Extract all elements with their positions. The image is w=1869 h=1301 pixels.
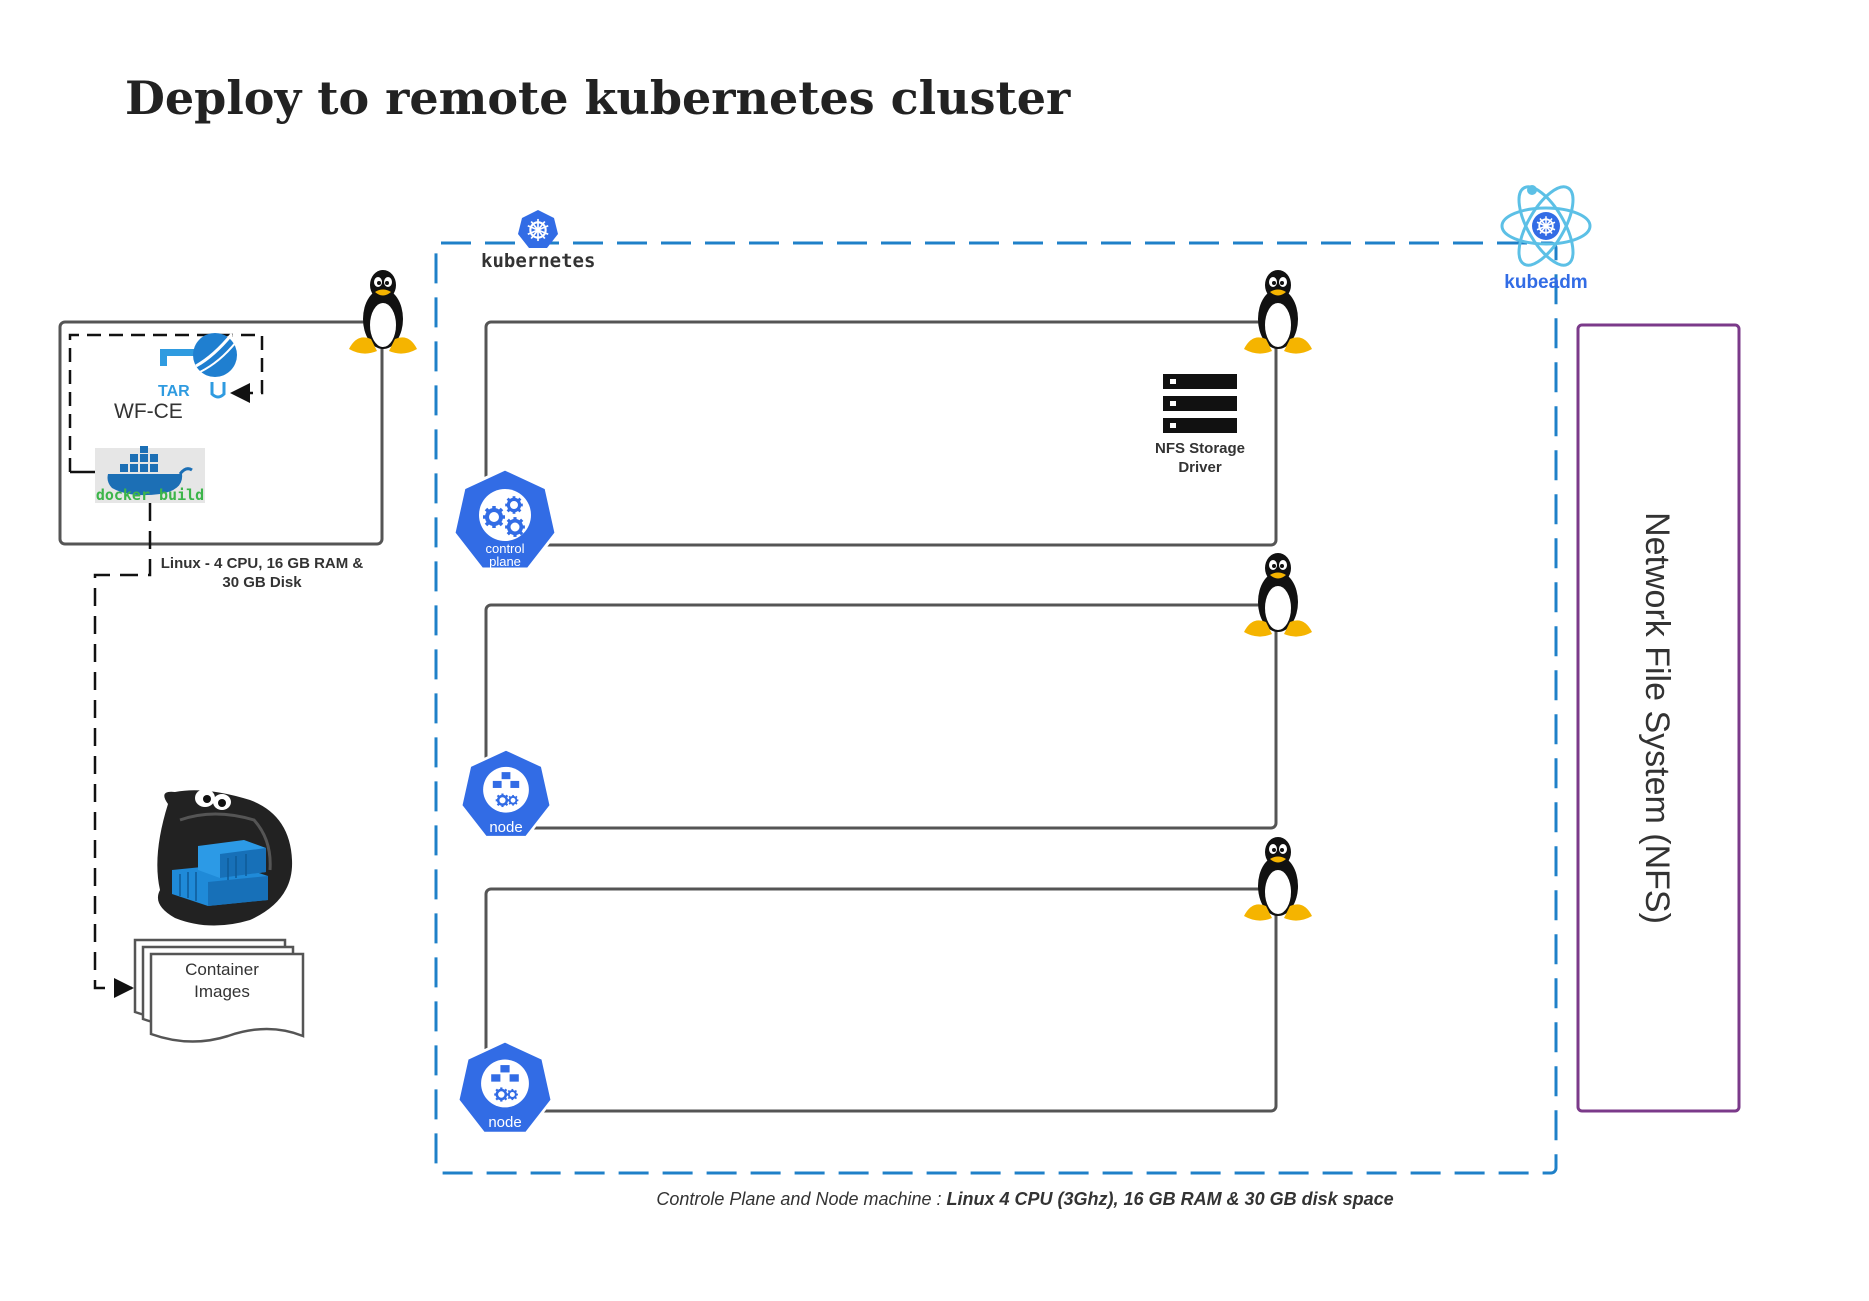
worker-node-1-box [484,603,1278,830]
docker-icon [95,446,205,503]
control-plane-label-line2: plane [489,554,521,569]
control-plane-machine-box [484,320,1278,547]
node-label-2: node [488,1114,521,1131]
kubernetes-label: kubernetes [481,250,595,272]
kubeadm-icon [1500,185,1592,267]
build-flow-dashed-loop [68,333,264,472]
wfce-icon [160,333,237,399]
caption-specs: Linux 4 CPU (3Ghz), 16 GB RAM & 30 GB di… [947,1189,1394,1209]
push-images-dashed-arrow [93,503,152,998]
linux-penguin-icon [1244,270,1312,354]
linux-penguin-icon [1244,553,1312,637]
registry-mascot-icon [157,789,293,926]
nfs-driver-line2: Driver [1178,459,1222,476]
server-rack-icon [1163,374,1237,433]
node-icon [456,1039,554,1135]
workstation-specs-line1: Linux - 4 CPU, 16 GB RAM & [161,555,364,572]
linux-penguin-icon [1244,837,1312,921]
control-plane-label-line1: control [485,541,524,556]
caption-prefix: Controle Plane and Node machine : [656,1189,946,1209]
kubernetes-icon [518,210,558,248]
docker-build-label: docker build [96,486,204,504]
nfs-box [1576,323,1741,1113]
workstation-specs-line2: 30 GB Disk [222,574,302,591]
linux-penguin-icon [349,270,417,354]
container-images-icon [133,938,305,1043]
node-icon [459,747,553,839]
container-images-line2: Images [194,982,250,1001]
tar-label: TAR [158,383,190,400]
wfce-label: WF-CE [114,400,183,423]
kubeadm-label: kubeadm [1504,272,1587,293]
worker-node-2-box [484,887,1278,1113]
container-images-line1: Container [185,960,259,979]
nfs-driver-line1: NFS Storage [1155,440,1245,457]
shipping-container-stack [172,840,268,906]
bottom-caption: Controle Plane and Node machine : Linux … [656,1189,1393,1209]
diagram-title: Deploy to remote kubernetes cluster [125,71,1071,125]
nfs-label: Network File System (NFS) [1638,512,1676,924]
cluster-boundary [434,241,1558,1175]
node-label-1: node [489,819,522,836]
